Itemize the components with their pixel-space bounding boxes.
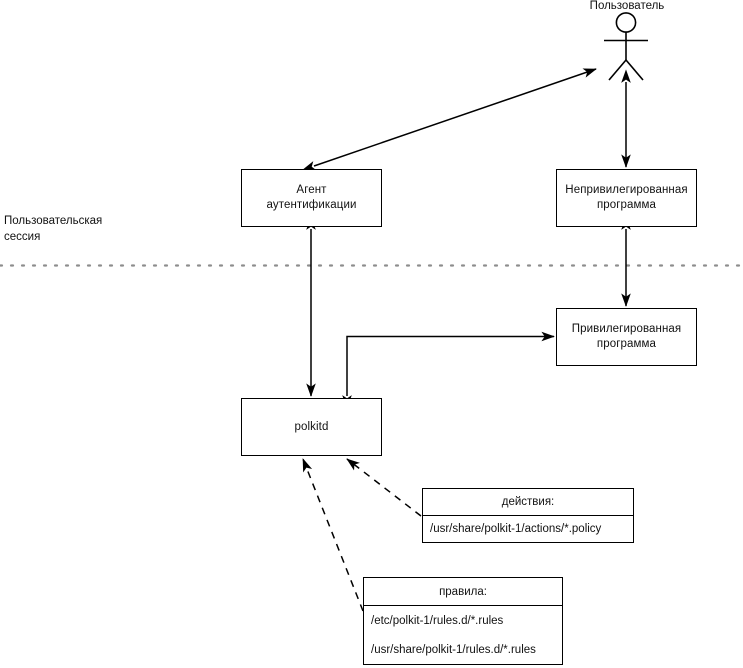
- node-polkitd-label: polkitd: [294, 420, 329, 433]
- node-privileged-program-line2: программа: [596, 338, 657, 350]
- table-actions-row: /usr/share/polkit-1/actions/*.policy: [430, 523, 602, 536]
- edge-auth-agent-to-user: [302, 68, 597, 171]
- user-actor-icon: [604, 12, 648, 81]
- actor-label-user: Пользователь: [589, 0, 665, 12]
- table-rules[interactable]: правила: /etc/polkit-1/rules.d/*.rules /…: [363, 577, 563, 665]
- node-auth-agent[interactable]: Агент аутентификации: [241, 169, 382, 227]
- node-unprivileged-program-line2: программа: [596, 199, 657, 211]
- user-session-label: Пользовательская сессия: [4, 213, 164, 245]
- node-auth-agent-line1: Агент: [296, 184, 327, 196]
- node-unprivileged-program[interactable]: Непривилегированная программа: [556, 169, 697, 227]
- node-unprivileged-program-line1: Непривилегированная: [565, 184, 688, 196]
- edge-rules-to-polkitd: [302, 458, 364, 612]
- edge-actions-to-polkitd: [346, 458, 422, 517]
- table-rules-row: /etc/polkit-1/rules.d/*.rules: [371, 614, 504, 627]
- node-privileged-program-line1: Привилегированная: [571, 323, 682, 335]
- user-session-label-line1: Пользовательская: [4, 215, 103, 227]
- node-privileged-program[interactable]: Привилегированная программа: [556, 308, 697, 366]
- table-rules-header: правила:: [364, 578, 562, 606]
- edge-polkitd-to-privileged-program: [342, 331, 555, 409]
- table-rules-row: /usr/share/polkit-1/rules.d/*.rules: [371, 644, 536, 657]
- user-session-label-line2: сессия: [4, 231, 41, 243]
- table-actions[interactable]: действия: /usr/share/polkit-1/actions/*.…: [422, 488, 634, 543]
- node-polkitd[interactable]: polkitd: [241, 398, 382, 456]
- node-auth-agent-line2: аутентификации: [266, 199, 357, 211]
- table-actions-header: действия:: [423, 489, 633, 516]
